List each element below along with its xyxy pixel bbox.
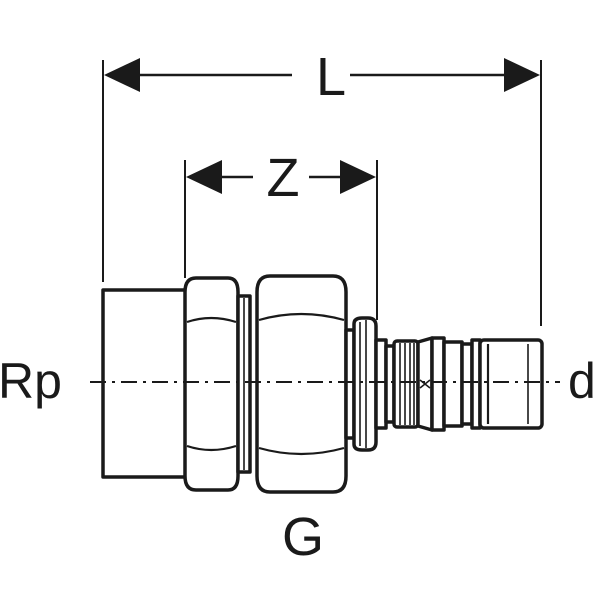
threaded-socket bbox=[101, 288, 191, 479]
label-union-thread-G: G bbox=[282, 507, 324, 567]
label-rp-thread: Rp bbox=[0, 353, 62, 409]
dimension-L: L bbox=[104, 47, 540, 107]
label-pipe-diameter: d bbox=[568, 353, 596, 409]
arrowhead-L-right bbox=[504, 58, 540, 92]
hex-nut-left bbox=[183, 276, 240, 492]
dimension-Z: Z bbox=[186, 148, 376, 208]
dimension-label-Z: Z bbox=[267, 148, 300, 208]
fitting-body bbox=[90, 274, 560, 494]
arrowhead-Z-right bbox=[340, 160, 376, 194]
press-sleeve bbox=[374, 336, 544, 432]
step-collar bbox=[344, 316, 378, 452]
arrowhead-Z-left bbox=[186, 160, 222, 194]
arrowhead-L-left bbox=[104, 58, 140, 92]
dimension-label-L: L bbox=[316, 47, 346, 107]
union-nut bbox=[255, 274, 348, 494]
